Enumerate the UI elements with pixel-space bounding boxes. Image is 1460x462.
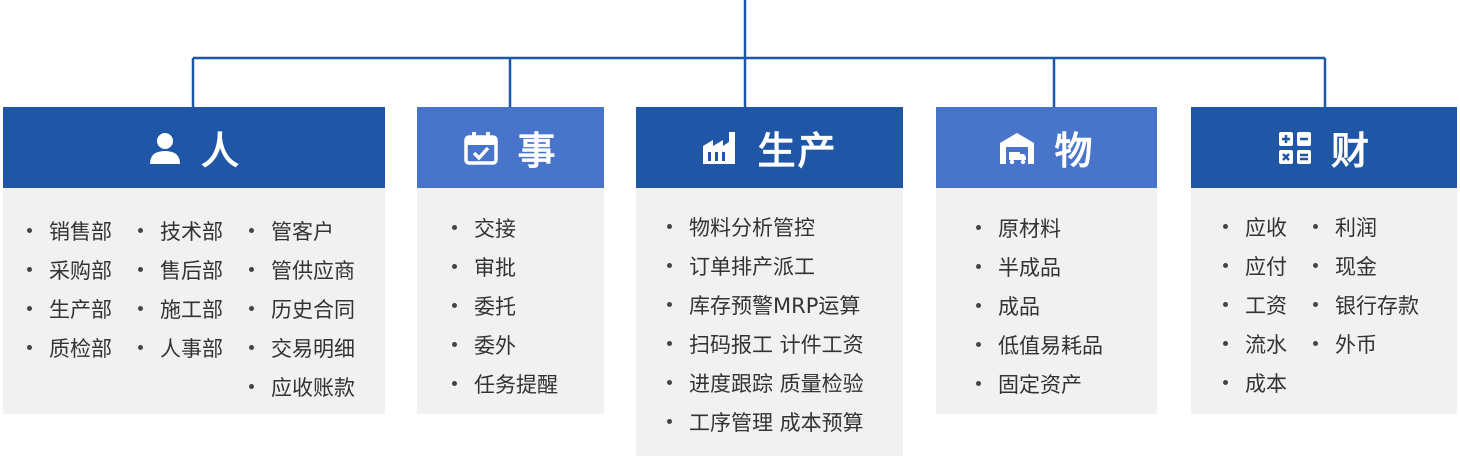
- list-item: 库存预警MRP运算: [667, 285, 864, 324]
- list-item: 审批: [452, 247, 558, 286]
- calculator-icon: [1277, 130, 1313, 166]
- card-header-finance: 财: [1191, 107, 1457, 188]
- list-item: 历史合同: [249, 289, 355, 328]
- affairs-column-1: 交接 审批 委托 委外 任务提醒: [452, 208, 558, 403]
- list-item: 半成品: [976, 247, 1103, 286]
- finance-column-1: 应收 应付 工资 流水 成本: [1223, 207, 1287, 402]
- list-item: 应收账款: [249, 367, 355, 406]
- list-item: 工序管理 成本预算: [667, 402, 864, 441]
- list-item: 应收: [1223, 207, 1287, 246]
- list-item: 扫码报工 计件工资: [667, 324, 864, 363]
- finance-column-2: 利润 现金 银行存款 外币: [1313, 207, 1419, 363]
- card-body-affairs: 交接 审批 委托 委外 任务提醒: [417, 188, 604, 414]
- list-item: 技术部: [138, 211, 223, 250]
- card-affairs: 事 交接 审批 委托 委外 任务提醒: [417, 107, 604, 414]
- card-header-production: 生产: [636, 107, 903, 188]
- list-item: 委外: [452, 325, 558, 364]
- card-goods: 物 原材料 半成品 成品 低值易耗品 固定资产: [936, 107, 1157, 414]
- list-item: 交易明细: [249, 328, 355, 367]
- people-column-1: 销售部 采购部 生产部 质检部: [27, 211, 112, 367]
- people-column-2: 技术部 售后部 施工部 人事部: [138, 211, 223, 367]
- card-title-people: 人: [200, 129, 241, 173]
- list-item: 委托: [452, 286, 558, 325]
- list-item: 银行存款: [1313, 285, 1419, 324]
- card-title-production: 生产: [757, 129, 838, 173]
- card-title-affairs: 事: [517, 129, 558, 173]
- card-header-goods: 物: [936, 107, 1157, 188]
- list-item: 生产部: [27, 289, 112, 328]
- list-item: 固定资产: [976, 364, 1103, 403]
- list-item: 订单排产派工: [667, 246, 864, 285]
- list-item: 管供应商: [249, 250, 355, 289]
- card-body-goods: 原材料 半成品 成品 低值易耗品 固定资产: [936, 188, 1157, 414]
- list-item: 物料分析管控: [667, 207, 864, 246]
- factory-icon: [701, 130, 739, 166]
- list-item: 人事部: [138, 328, 223, 367]
- goods-column-1: 原材料 半成品 成品 低值易耗品 固定资产: [976, 208, 1103, 403]
- people-column-3: 管客户 管供应商 历史合同 交易明细 应收账款: [249, 211, 355, 406]
- card-production: 生产 物料分析管控 订单排产派工 库存预警MRP运算 扫码报工 计件工资 进度跟…: [636, 107, 903, 456]
- list-item: 施工部: [138, 289, 223, 328]
- card-people: 人 销售部 采购部 生产部 质检部 技术部 售后部 施工部 人事部 管客户 管供…: [3, 107, 385, 414]
- list-item: 管客户: [249, 211, 355, 250]
- list-item: 现金: [1313, 246, 1419, 285]
- card-title-goods: 物: [1054, 129, 1095, 173]
- list-item: 流水: [1223, 324, 1287, 363]
- card-finance: 财 应收 应付 工资 流水 成本 利润 现金 银行存款 外币: [1191, 107, 1457, 414]
- list-item: 工资: [1223, 285, 1287, 324]
- list-item: 利润: [1313, 207, 1419, 246]
- list-item: 低值易耗品: [976, 325, 1103, 364]
- list-item: 进度跟踪 质量检验: [667, 363, 864, 402]
- list-item: 应付: [1223, 246, 1287, 285]
- card-header-people: 人: [3, 107, 385, 188]
- card-body-production: 物料分析管控 订单排产派工 库存预警MRP运算 扫码报工 计件工资 进度跟踪 质…: [636, 188, 903, 456]
- card-body-finance: 应收 应付 工资 流水 成本 利润 现金 银行存款 外币: [1191, 188, 1457, 414]
- list-item: 售后部: [138, 250, 223, 289]
- list-item: 交接: [452, 208, 558, 247]
- list-item: 采购部: [27, 250, 112, 289]
- card-header-affairs: 事: [417, 107, 604, 188]
- warehouse-truck-icon: [998, 130, 1036, 166]
- list-item: 原材料: [976, 208, 1103, 247]
- production-column-1: 物料分析管控 订单排产派工 库存预警MRP运算 扫码报工 计件工资 进度跟踪 质…: [667, 207, 864, 441]
- list-item: 成品: [976, 286, 1103, 325]
- list-item: 销售部: [27, 211, 112, 250]
- person-icon: [147, 130, 183, 166]
- calendar-check-icon: [463, 130, 499, 166]
- card-body-people: 销售部 采购部 生产部 质检部 技术部 售后部 施工部 人事部 管客户 管供应商…: [3, 188, 385, 414]
- list-item: 成本: [1223, 363, 1287, 402]
- list-item: 质检部: [27, 328, 112, 367]
- list-item: 外币: [1313, 324, 1419, 363]
- list-item: 任务提醒: [452, 364, 558, 403]
- card-title-finance: 财: [1330, 129, 1371, 173]
